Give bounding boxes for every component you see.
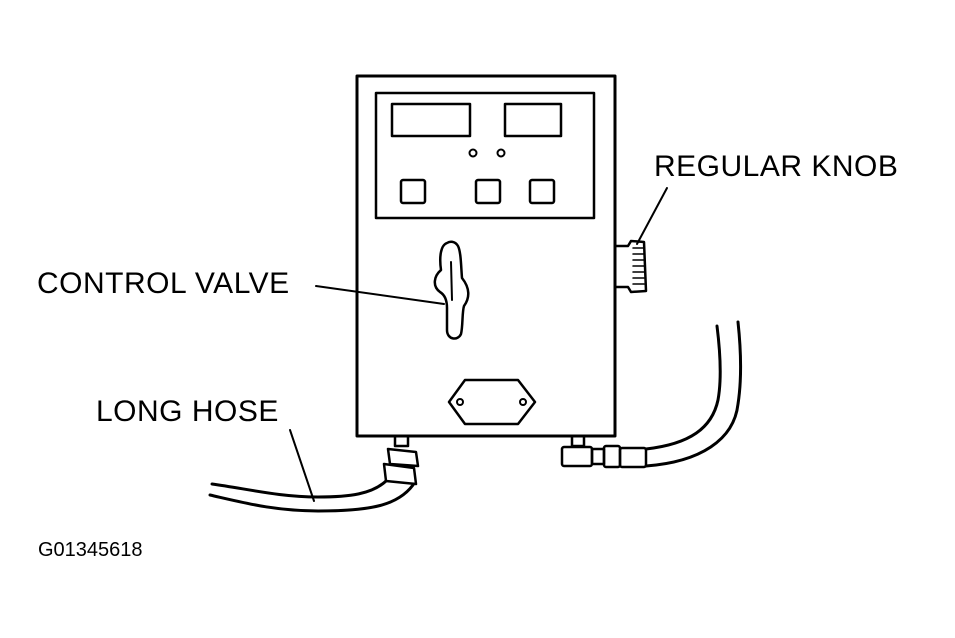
regular-knob bbox=[613, 239, 648, 294]
indicator-dot-left bbox=[468, 148, 478, 158]
label-regular-knob: REGULAR KNOB bbox=[654, 150, 899, 183]
right-display-window bbox=[503, 102, 563, 138]
left-display-window bbox=[390, 102, 472, 138]
tester-housing bbox=[355, 74, 617, 438]
nameplate bbox=[447, 378, 537, 426]
leader-long-hose bbox=[289, 429, 315, 502]
long-hose-outer bbox=[210, 479, 388, 499]
label-control-valve: CONTROL VALVE bbox=[37, 267, 290, 300]
nameplate-screw-right bbox=[519, 398, 527, 406]
long-hose-inner bbox=[208, 483, 415, 513]
indicator-dot-right bbox=[496, 148, 506, 158]
right-hose-fitting bbox=[560, 434, 648, 469]
panel-button-1 bbox=[399, 178, 427, 205]
panel-button-3 bbox=[528, 178, 556, 205]
right-hose-inner bbox=[644, 320, 743, 468]
display-panel bbox=[374, 91, 596, 220]
valve-handle-shading bbox=[450, 261, 453, 301]
control-valve-handle bbox=[433, 240, 470, 340]
left-hose-fitting bbox=[382, 434, 420, 486]
nameplate-screw-left bbox=[456, 398, 464, 406]
leader-regular-knob bbox=[636, 187, 668, 245]
panel-button-2 bbox=[474, 178, 502, 205]
label-long-hose: LONG HOSE bbox=[96, 395, 279, 428]
right-hose-outer bbox=[644, 324, 722, 451]
figure-id: G01345618 bbox=[38, 539, 143, 561]
leader-control-valve bbox=[315, 285, 445, 305]
regular-knob-knurling bbox=[632, 247, 645, 285]
